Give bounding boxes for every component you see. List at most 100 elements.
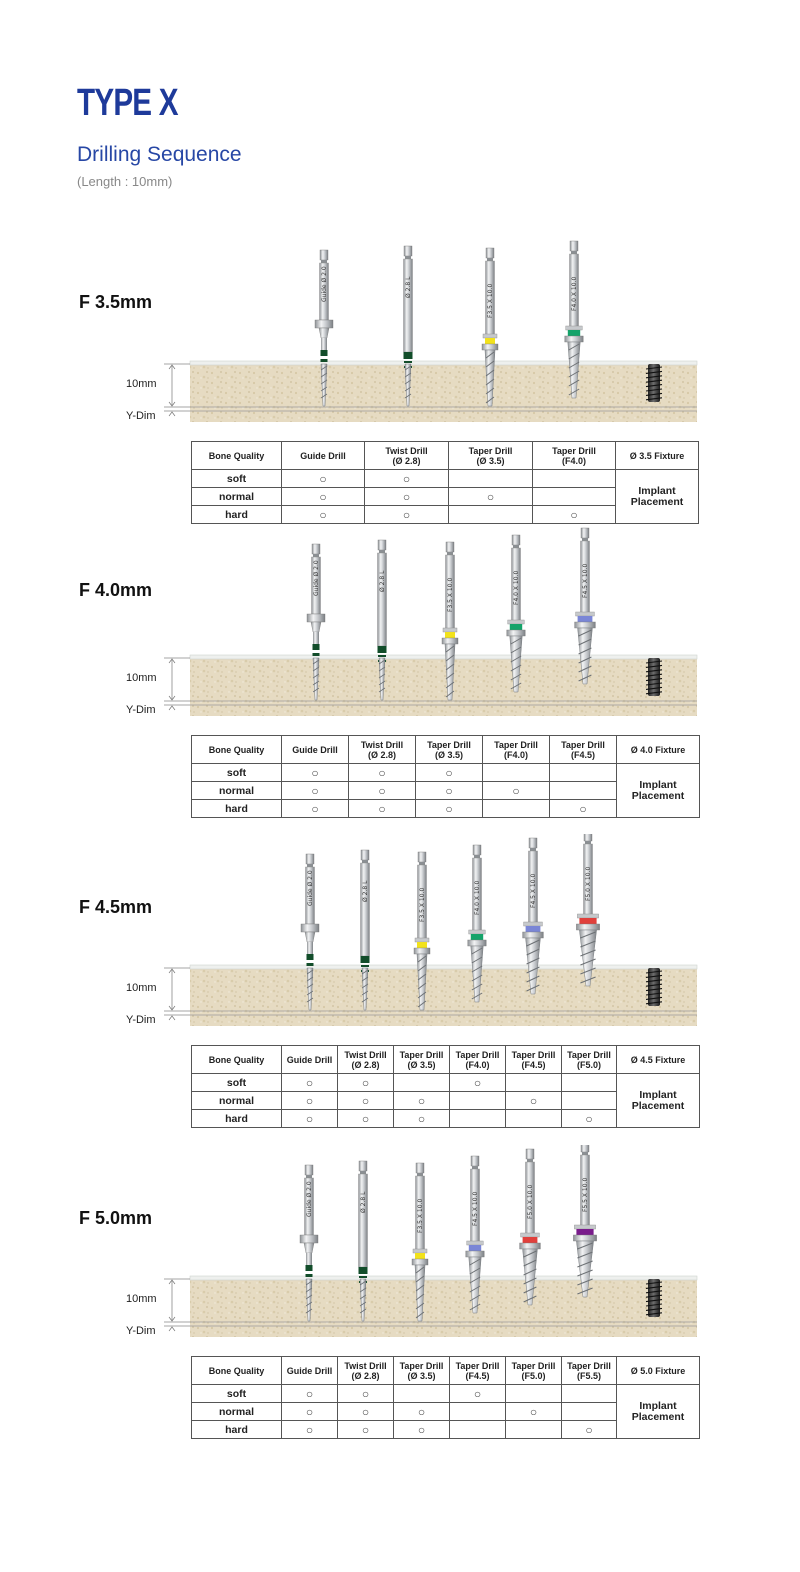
sequence-mark-cell: ○ [364, 469, 449, 488]
sequence-mark-cell: ○ [281, 1073, 338, 1092]
sequence-mark-cell [561, 1384, 617, 1403]
drill-guide: Guide Ø 2.0 [300, 853, 320, 1011]
drill-taper: F3.5 X 10.0 [441, 541, 459, 701]
header-drill: Twist Drill(Ø 2.8) [337, 1045, 394, 1074]
sequence-mark-cell [448, 505, 533, 524]
sequence-mark-cell [549, 763, 617, 782]
sequence-mark-cell: ○ [415, 799, 483, 818]
header-drill: Guide Drill [281, 735, 349, 764]
sequence-mark-cell: ○ [348, 781, 416, 800]
header-drill: Taper Drill(F5.0) [505, 1356, 562, 1385]
header-drill: Taper Drill(F4.0) [532, 441, 616, 470]
svg-text:Guide Ø 2.0: Guide Ø 2.0 [321, 266, 328, 302]
bone-quality-cell: hard [191, 799, 282, 818]
sequence-mark-cell: ○ [415, 781, 483, 800]
sequence-mark-cell: ○ [281, 1384, 338, 1403]
sequence-mark-cell: ○ [281, 487, 365, 506]
table-row: hard○○○○ [191, 799, 700, 818]
svg-text:F4.5 X 10.0: F4.5 X 10.0 [530, 874, 537, 908]
sequence-mark-cell: ○ [505, 1402, 562, 1421]
svg-text:F3.5 X 10.0: F3.5 X 10.0 [419, 888, 426, 922]
depth-label: 10mm [126, 672, 157, 684]
sequence-mark-cell: ○ [281, 781, 349, 800]
sequence-mark-cell: ○ [337, 1420, 394, 1439]
header-fixture: Ø 4.5 Fixture [616, 1045, 700, 1074]
depth-label: 10mm [126, 982, 157, 994]
header-drill: Taper Drill(F5.5) [561, 1356, 617, 1385]
drill-twist: Ø 2.8 L [358, 1160, 368, 1322]
sequence-mark-cell: ○ [364, 505, 449, 524]
sequence-mark-cell [449, 1402, 506, 1421]
sequence-mark-cell [561, 1402, 617, 1421]
section-1: F 3.5mm Guide Ø 2.0 Ø 2.8 L F3.5 X 10.0 F4.0… [0, 230, 800, 530]
implant-fixture [645, 658, 663, 696]
svg-text:Ø 2.8 L: Ø 2.8 L [379, 570, 386, 592]
drill-twist: Ø 2.8 L [360, 849, 370, 1011]
sequence-mark-cell [549, 781, 617, 800]
sequence-mark-cell [532, 487, 616, 506]
page-subtitle: Drilling Sequence [77, 143, 242, 166]
sequence-mark-cell: ○ [532, 505, 616, 524]
drill-guide: Guide Ø 2.0 [306, 543, 326, 701]
ydim-label: Y-Dim [126, 704, 156, 716]
svg-text:F4.0 X 10.0: F4.0 X 10.0 [571, 277, 578, 311]
sequence-mark-cell [505, 1420, 562, 1439]
table-row: normal○○○○ [191, 1091, 700, 1110]
header-drill: Twist Drill(Ø 2.8) [337, 1356, 394, 1385]
length-note: (Length : 10mm) [77, 174, 173, 189]
sequence-mark-cell [505, 1109, 562, 1128]
drill-twist: Ø 2.8 L [403, 245, 413, 407]
svg-text:F5.0 X 10.0: F5.0 X 10.0 [585, 867, 592, 901]
ydim-label: Y-Dim [126, 1014, 156, 1026]
drill-taper: F4.5 X 10.0 [574, 527, 596, 685]
drill-taper: F4.5 X 10.0 [522, 837, 544, 995]
bone-quality-cell: soft [191, 763, 282, 782]
sequence-mark-cell [482, 799, 550, 818]
table-row: hard○○○○ [191, 1420, 700, 1439]
implant-fixture [645, 1279, 663, 1317]
bone-quality-cell: normal [191, 781, 282, 800]
svg-text:Ø 2.8 L: Ø 2.8 L [360, 1191, 367, 1213]
sequence-mark-cell: ○ [281, 1420, 338, 1439]
implant-fixture [645, 364, 663, 402]
drill-taper: F4.0 X 10.0 [506, 534, 526, 693]
header-drill: Taper Drill(F5.0) [561, 1045, 617, 1074]
header-drill: Taper Drill(Ø 3.5) [415, 735, 483, 764]
sequence-mark-cell: ○ [393, 1109, 450, 1128]
section-title: F 4.5mm [79, 897, 153, 917]
table-row: normal○○○○ [191, 1402, 700, 1421]
bone-quality-cell: soft [191, 1384, 282, 1403]
ydim-label: Y-Dim [126, 410, 156, 422]
sequence-mark-cell: ○ [393, 1091, 450, 1110]
svg-text:F4.5 X 10.0: F4.5 X 10.0 [582, 564, 589, 598]
svg-text:F3.5 X 10.0: F3.5 X 10.0 [487, 284, 494, 318]
sequence-mark-cell [505, 1384, 562, 1403]
sequence-mark-cell: ○ [482, 781, 550, 800]
table-row: hard○○○ [191, 505, 699, 524]
bone-block [190, 1279, 697, 1337]
table-row: hard○○○○ [191, 1109, 700, 1128]
sequence-mark-cell: ○ [281, 1402, 338, 1421]
bone-block [190, 968, 697, 1026]
sequence-mark-cell [449, 1420, 506, 1439]
svg-text:Ø 2.8 L: Ø 2.8 L [405, 276, 412, 298]
header-drill: Twist Drill(Ø 2.8) [364, 441, 449, 470]
section-title: F 3.5mm [79, 292, 153, 312]
sequence-mark-cell: ○ [281, 469, 365, 488]
sequence-mark-cell: ○ [448, 487, 533, 506]
svg-text:F5.0 X 10.0: F5.0 X 10.0 [527, 1185, 534, 1219]
bone-quality-cell: normal [191, 1402, 282, 1421]
header-fixture: Ø 5.0 Fixture [616, 1356, 700, 1385]
header-drill: Taper Drill(F4.0) [482, 735, 550, 764]
header-drill: Twist Drill(Ø 2.8) [348, 735, 416, 764]
